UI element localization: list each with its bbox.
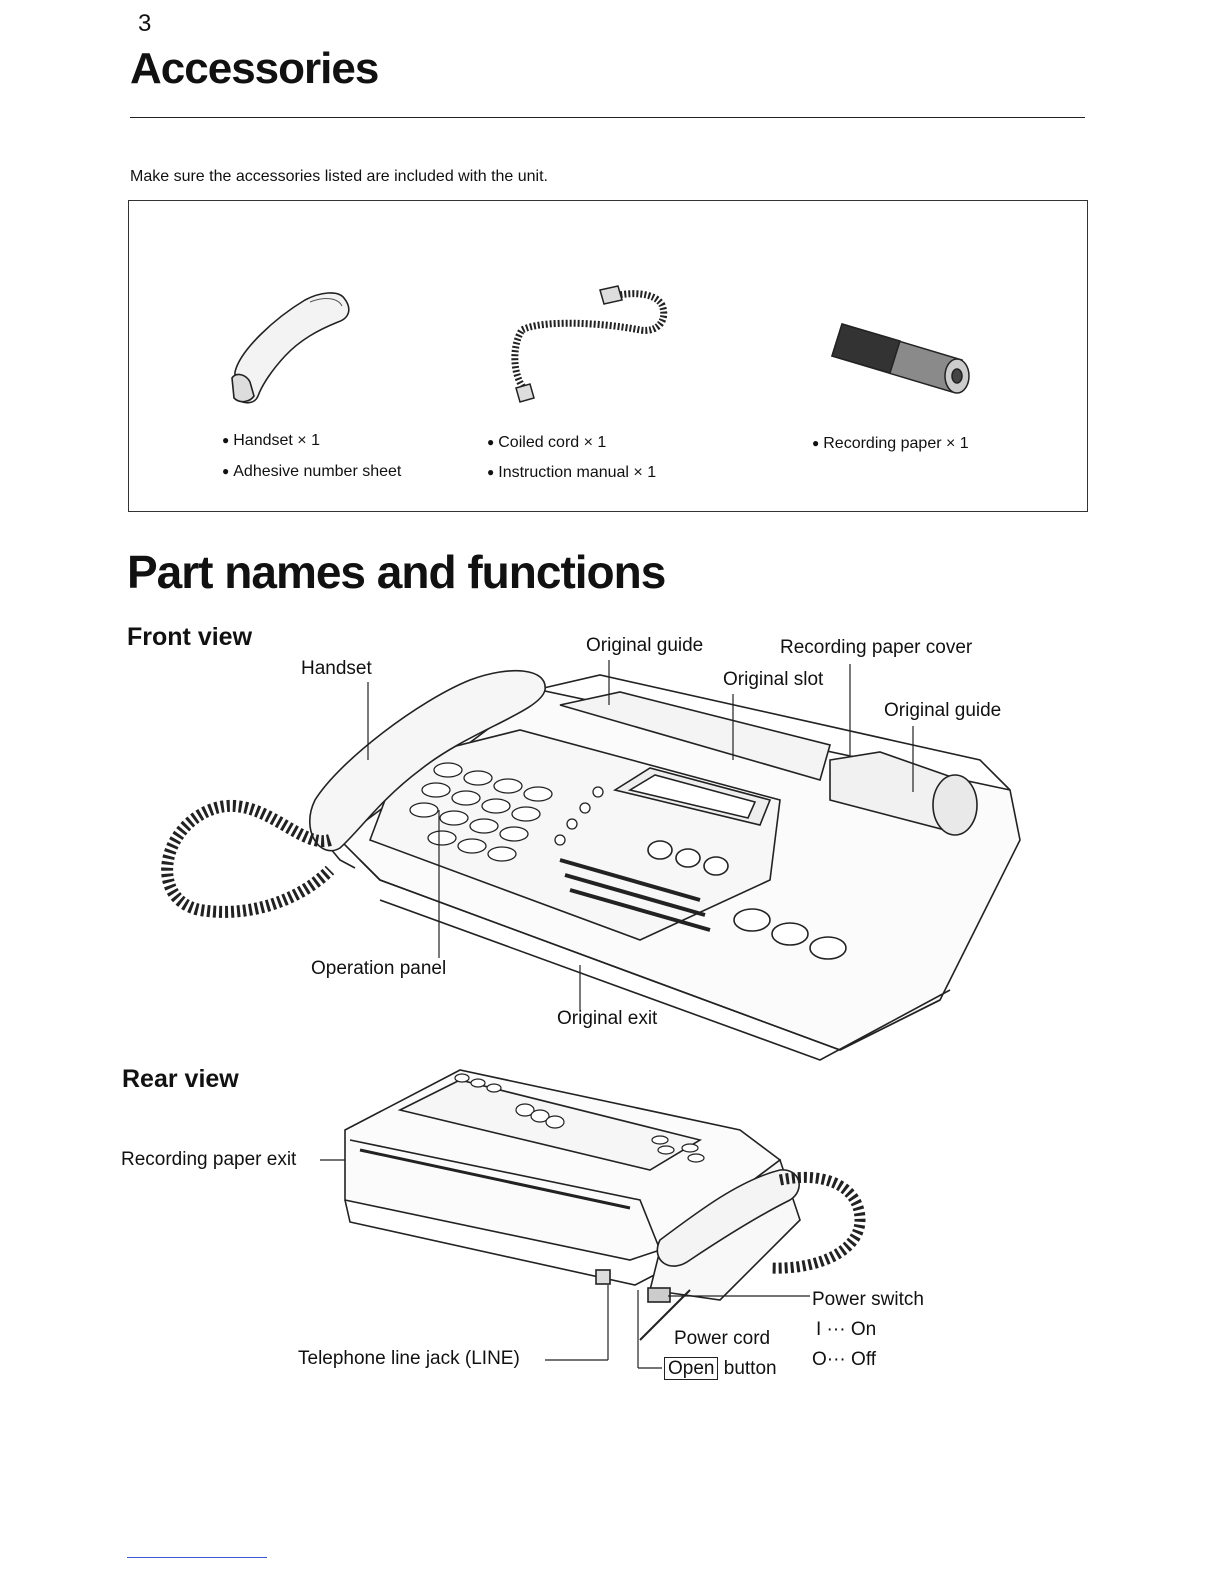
label-handset: Handset bbox=[301, 658, 372, 679]
accessory-instruction-manual: Instruction manual × 1 bbox=[498, 464, 657, 481]
label-original-slot: Original slot bbox=[723, 669, 824, 690]
accessory-handset: Handset × 1 bbox=[233, 432, 320, 449]
rear-view-heading: Rear view bbox=[122, 1065, 239, 1093]
accessory-adhesive-sheet: Adhesive number sheet bbox=[233, 463, 402, 480]
recording-paper-roll-illustration bbox=[831, 323, 970, 394]
front-view-heading: Front view bbox=[127, 623, 253, 651]
list-item: ●Instruction manual × 1 bbox=[487, 464, 657, 481]
open-key-symbol: Open bbox=[664, 1357, 719, 1380]
page-number: 3 bbox=[138, 10, 152, 37]
list-item: ●Handset × 1 bbox=[222, 432, 320, 449]
label-original-guide-left: Original guide bbox=[586, 635, 704, 656]
coiled-cord-illustration bbox=[511, 285, 668, 403]
label-recording-paper-exit: Recording paper exit bbox=[121, 1149, 297, 1170]
label-power-on: I ··· On bbox=[816, 1319, 877, 1340]
label-original-exit: Original exit bbox=[557, 1008, 658, 1029]
accessories-box bbox=[128, 200, 1088, 512]
label-power-switch: Power switch bbox=[812, 1289, 924, 1310]
section-title-parts: Part names and functions bbox=[127, 546, 666, 598]
footer-line bbox=[127, 1557, 267, 1558]
label-operation-panel: Operation panel bbox=[311, 958, 447, 979]
label-power-cord: Power cord bbox=[674, 1328, 771, 1349]
list-item: ●Coiled cord × 1 bbox=[487, 434, 607, 451]
accessories-intro: Make sure the accessories listed are inc… bbox=[130, 168, 548, 185]
open-button-suffix: button bbox=[723, 1358, 777, 1379]
accessory-recording-paper: Recording paper × 1 bbox=[823, 435, 969, 452]
label-open-button: Open button bbox=[664, 1357, 777, 1380]
section-title-accessories: Accessories bbox=[130, 44, 379, 93]
label-telephone-line-jack: Telephone line jack (LINE) bbox=[298, 1348, 520, 1369]
accessory-coiled-cord: Coiled cord × 1 bbox=[498, 434, 607, 451]
label-recording-paper-cover: Recording paper cover bbox=[780, 637, 973, 658]
label-power-off: O··· Off bbox=[812, 1349, 877, 1370]
list-item: ●Adhesive number sheet bbox=[222, 463, 402, 480]
label-original-guide-right: Original guide bbox=[884, 700, 1002, 721]
handset-illustration bbox=[231, 292, 350, 404]
title-divider bbox=[130, 117, 1085, 118]
list-item: ●Recording paper × 1 bbox=[812, 435, 969, 452]
